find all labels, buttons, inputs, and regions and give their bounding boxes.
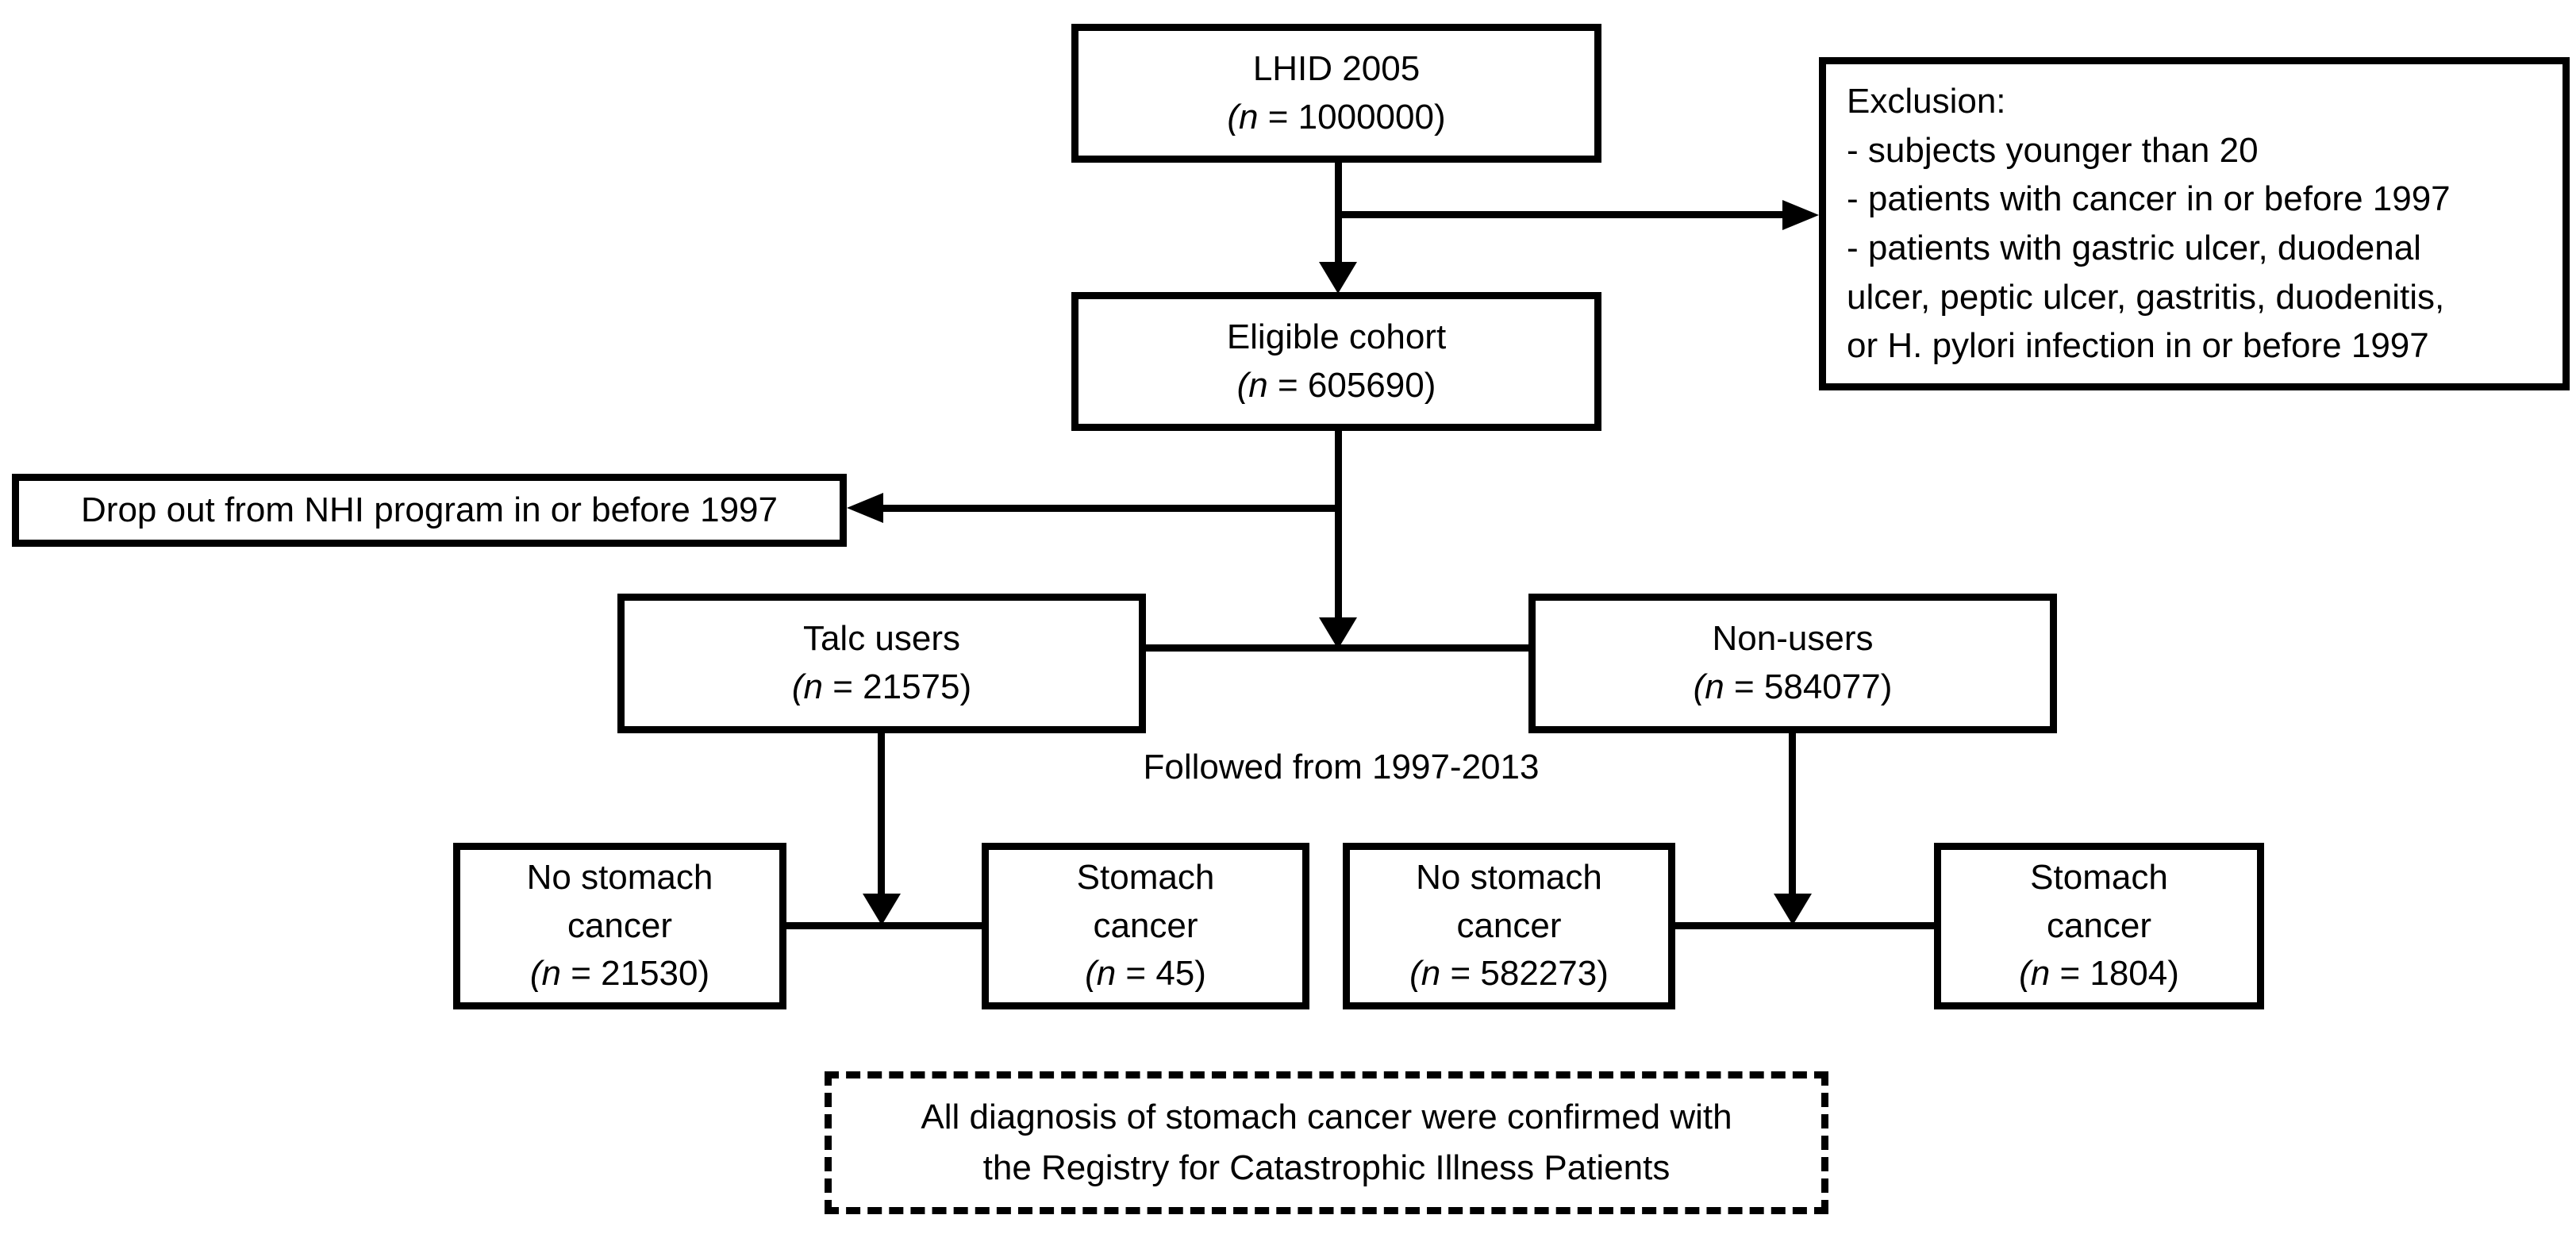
confirmation-note-box: All diagnosis of stomach cancer were con… xyxy=(825,1071,1828,1214)
exclusion-box: Exclusion: - subjects younger than 20 - … xyxy=(1819,57,2570,390)
talc-outcomes-connector-line xyxy=(786,922,982,929)
arrow-talc-to-outcomes-head xyxy=(863,894,901,925)
box-title-line: cancer xyxy=(1093,905,1198,945)
box-title-line: Stomach xyxy=(2030,857,2168,897)
box-title-line: cancer xyxy=(2046,905,2152,945)
nonusers-outcomes-connector-line xyxy=(1675,922,1934,929)
arrow-eligible-to-split-head xyxy=(1319,617,1357,649)
talc-no-stomach-cancer-box: No stomach cancer (n = 21530) xyxy=(453,843,786,1009)
box-title-line: cancer xyxy=(1456,905,1562,945)
arrow-to-exclusion-head xyxy=(1782,200,1819,230)
exclusion-line: or H. pylori infection in or before 1997 xyxy=(1847,326,2429,366)
exclusion-line: Exclusion: xyxy=(1847,82,2006,121)
eligible-cohort-box: Eligible cohort (n = 605690) xyxy=(1071,292,1601,431)
talc-stomach-cancer-box: Stomach cancer (n = 45) xyxy=(982,843,1309,1009)
arrow-eligible-to-split-line xyxy=(1335,429,1342,620)
eligible-title: Eligible cohort xyxy=(1226,317,1447,356)
box-title-line: No stomach xyxy=(1416,857,1602,897)
arrow-talc-to-outcomes-line xyxy=(878,732,885,895)
exclusion-line: - patients with gastric ulcer, duodenal xyxy=(1847,229,2421,267)
non-users-count: (n = 584077) xyxy=(1693,667,1893,706)
exclusion-line: ulcer, peptic ulcer, gastritis, duodenit… xyxy=(1847,277,2445,317)
box-count: (n = 582273) xyxy=(1409,954,1609,994)
non-users-box: Non-users (n = 584077) xyxy=(1528,594,2057,733)
arrow-to-dropout-head xyxy=(847,493,883,523)
confirmation-line: All diagnosis of stomach cancer were con… xyxy=(921,1098,1732,1137)
lhid-title: LHID 2005 xyxy=(1252,48,1421,88)
box-count: (n = 1804) xyxy=(2019,954,2179,994)
followed-label: Followed from 1997-2013 xyxy=(1143,748,1540,786)
talc-users-count: (n = 21575) xyxy=(791,667,972,706)
exclusion-line: - subjects younger than 20 xyxy=(1847,130,2259,170)
non-users-title: Non-users xyxy=(1712,619,1874,659)
arrow-nonusers-to-outcomes-head xyxy=(1774,894,1812,925)
talc-users-title: Talc users xyxy=(802,619,961,659)
box-title-line: cancer xyxy=(567,905,673,945)
arrow-to-dropout-line xyxy=(881,505,1342,512)
eligible-count: (n = 605690) xyxy=(1236,365,1436,405)
arrow-lhid-to-eligible-head xyxy=(1319,262,1357,294)
box-count: (n = 21530) xyxy=(529,954,710,994)
box-count: (n = 45) xyxy=(1085,954,1206,994)
arrow-nonusers-to-outcomes-line xyxy=(1789,732,1796,895)
lhid-count: (n = 1000000) xyxy=(1227,97,1446,136)
dropout-label: Drop out from NHI program in or before 1… xyxy=(81,490,778,529)
box-title-line: No stomach xyxy=(526,857,713,897)
arrow-to-exclusion-line xyxy=(1338,211,1787,218)
talc-users-box: Talc users (n = 21575) xyxy=(617,594,1146,733)
confirmation-line: the Registry for Catastrophic Illness Pa… xyxy=(982,1148,1671,1187)
box-title-line: Stomach xyxy=(1076,857,1215,897)
exclusion-line: - patients with cancer in or before 1997 xyxy=(1847,179,2451,219)
nonusers-no-stomach-cancer-box: No stomach cancer (n = 582273) xyxy=(1343,843,1675,1009)
nonusers-stomach-cancer-box: Stomach cancer (n = 1804) xyxy=(1934,843,2264,1009)
talc-nonusers-connector-line xyxy=(1146,644,1528,652)
lhid-box: LHID 2005 (n = 1000000) xyxy=(1071,24,1601,163)
dropout-box: Drop out from NHI program in or before 1… xyxy=(12,474,847,547)
